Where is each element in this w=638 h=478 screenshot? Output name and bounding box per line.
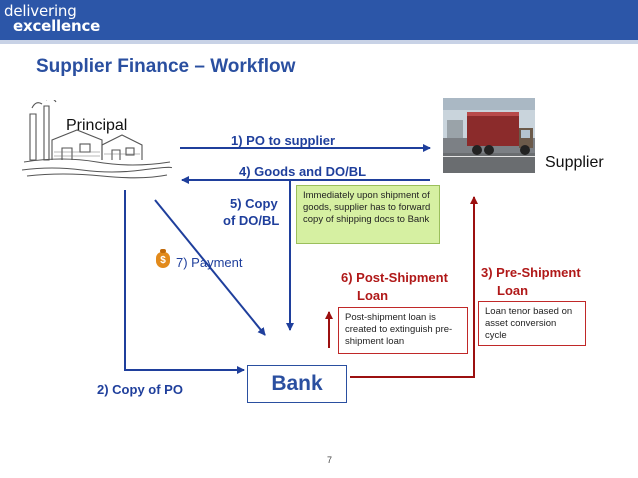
step-1-label: 1) PO to supplier xyxy=(231,133,336,148)
supplier-label: Supplier xyxy=(545,154,604,171)
page-number: 7 xyxy=(327,455,333,465)
header-bar: delivering excellence xyxy=(0,0,638,40)
principal-label: Principal xyxy=(66,117,128,134)
step-5-label-line2: of DO/BL xyxy=(223,213,280,228)
step-6-label-line1: 6) Post-Shipment xyxy=(341,270,448,285)
step-5-label-line1: 5) Copy xyxy=(230,196,278,211)
pre-shipment-note: Loan tenor based on asset conversion cyc… xyxy=(478,301,586,346)
step-2-label: 2) Copy of PO xyxy=(97,382,183,397)
factory-icon xyxy=(22,100,172,179)
logo: delivering excellence xyxy=(4,4,100,34)
logo-line-1: delivering xyxy=(4,2,77,20)
step-6-label-line2: Loan xyxy=(357,288,389,303)
shipment-note: Immediately upon shipment of goods, supp… xyxy=(296,185,440,244)
step-3-label-line2: Loan xyxy=(497,283,529,298)
logo-line-2: excellence xyxy=(13,17,101,35)
page-title: Supplier Finance – Workflow xyxy=(36,56,296,77)
step-3-label-line1: 3) Pre-Shipment xyxy=(481,265,581,280)
truck-icon xyxy=(443,98,535,173)
arrow-copy-of-po xyxy=(124,190,245,374)
arrow-payment xyxy=(154,199,266,336)
post-shipment-note: Post-shipment loan is created to extingu… xyxy=(338,307,468,354)
step-7-label: 7) Payment xyxy=(176,255,243,270)
bank-box: Bank xyxy=(247,365,347,403)
step-4-label: 4) Goods and DO/BL xyxy=(239,164,367,179)
header-divider xyxy=(0,40,638,44)
money-bag-icon: $ xyxy=(156,249,170,268)
arrow-pre-shipment-loan xyxy=(350,196,478,378)
